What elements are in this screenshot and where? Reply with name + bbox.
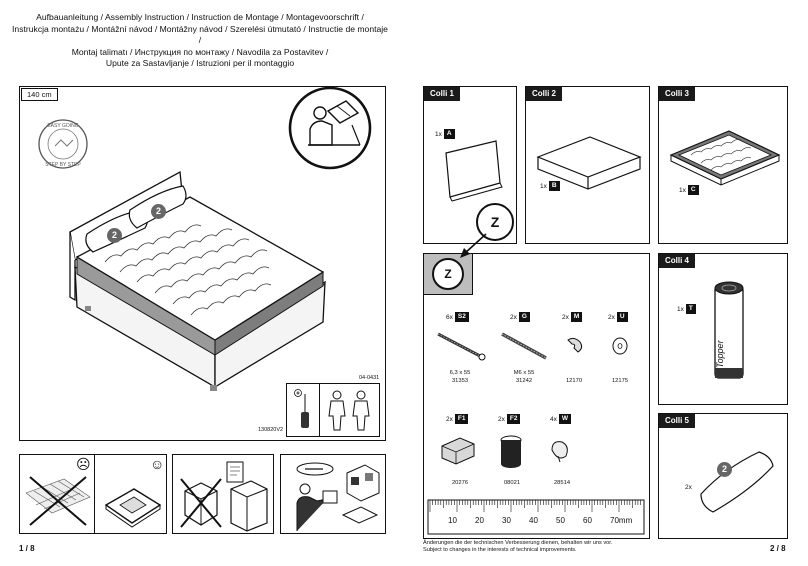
ruler-labels: 10 20 30 40 50 60 70mm [428,516,644,526]
page-number-right: 2 / 8 [770,544,786,553]
colli-4-title: Colli 4 [659,254,696,268]
hardware-f2-number: 08021 [503,480,521,486]
tip-panel-surface: ☹ ☺ [19,454,167,534]
measuring-ruler [427,499,645,535]
title-line: Montaj talimatı / Инструкция по монтажу … [71,46,329,57]
hardware-s2-size: 6,3 x 55 [449,370,471,376]
hardware-w-number: 28514 [553,480,571,486]
disclaimer-de: Änderungen die der technischen Verbesser… [423,540,613,546]
protective-mat-correct-icon [104,488,162,528]
tall-box-correct-icon [226,461,268,532]
ruler-label: 30 [502,516,511,525]
hardware-u-number: 12175 [611,378,629,384]
pillow-part-icon [700,451,774,513]
pillow-marker: 2 [717,462,732,477]
assembly-title: Aufbauanleitung / Assembly Instruction /… [10,12,390,70]
base-box-part-icon [536,136,642,190]
screw-s2-icon [437,332,486,361]
hardware-g-size: M6 x 55 [513,370,535,376]
clip-m-icon [567,337,583,353]
topper-label: Topper [715,340,725,368]
hardware-m-number: 12170 [565,378,583,384]
glide-w-icon [551,441,568,463]
svg-text:EASY GOING: EASY GOING [47,123,78,129]
open-box-wrong-icon [180,478,222,528]
product-code: 130820V2 [258,427,284,433]
two-persons-icon [328,390,370,431]
washer-u-icon [612,337,628,355]
title-line: Upute za Sastavljanje / Istruzioni per i… [105,58,295,69]
hardware-f1-number: 20276 [451,480,469,486]
ref-code: 04-0431 [359,375,380,381]
hardware-s2-number: 31353 [451,378,469,384]
mattress-part-icon [669,130,781,186]
bag-header: Z [424,254,473,295]
headboard-part-icon [445,140,503,202]
tools-box [286,383,380,437]
read-instructions-icon [288,86,372,170]
ruler-label: 50 [556,516,565,525]
bed-panel: 140 cm EASY GOING STEP BY STEP [19,86,386,441]
title-line: Instrukcja montażu / Montážní návod / Mo… [12,23,388,46]
disclaimer-en: Subject to changes in the interests of t… [423,547,577,554]
foot-f2-icon [500,435,522,468]
svg-text:STEP BY STEP: STEP BY STEP [45,162,81,168]
colli-1-title: Colli 1 [424,87,461,101]
easy-going-stamp-icon: EASY GOING STEP BY STEP [38,119,88,169]
hardware-g-number: 31242 [515,378,533,384]
happy-face-icon: ☺ [150,456,165,472]
colli-2-title: Colli 2 [526,87,563,101]
person-carrying-box-icon [296,462,380,531]
colli-5-panel: Colli 5 2x 2 [658,413,788,539]
ruler-label: 40 [529,516,538,525]
tip-panel-box-opening [172,454,274,534]
sad-face-icon: ☹ [76,456,91,472]
screwdriver-icon [294,389,309,428]
bag-z-icon: Z [476,203,514,241]
foot-f1-icon [441,437,475,465]
bed-illustration [69,170,326,391]
hard-floor-wrong-icon [25,476,91,526]
ruler-label: 10 [448,516,457,525]
arrow-icon [460,233,487,258]
topper-roll-icon [714,281,744,379]
ruler-label: 60 [583,516,592,525]
colli-5-title: Colli 5 [659,414,696,428]
tip-panel-disposal [280,454,386,534]
title-line: Aufbauanleitung / Assembly Instruction /… [36,12,364,22]
disclaimer: Änderungen die der technischen Verbesser… [423,540,612,555]
bolt-g-icon [501,332,547,360]
bag-z-icon: Z [432,258,464,290]
ruler-label: 70mm [610,516,633,525]
pillow-marker: 2 [151,204,166,219]
pillow-qty-label: 2x [685,484,692,491]
size-label: 140 cm [21,88,58,101]
pillow-marker: 2 [107,228,122,243]
ruler-label: 20 [475,516,484,525]
page-number-left: 1 / 8 [19,544,35,553]
colli-3-title: Colli 3 [659,87,696,101]
